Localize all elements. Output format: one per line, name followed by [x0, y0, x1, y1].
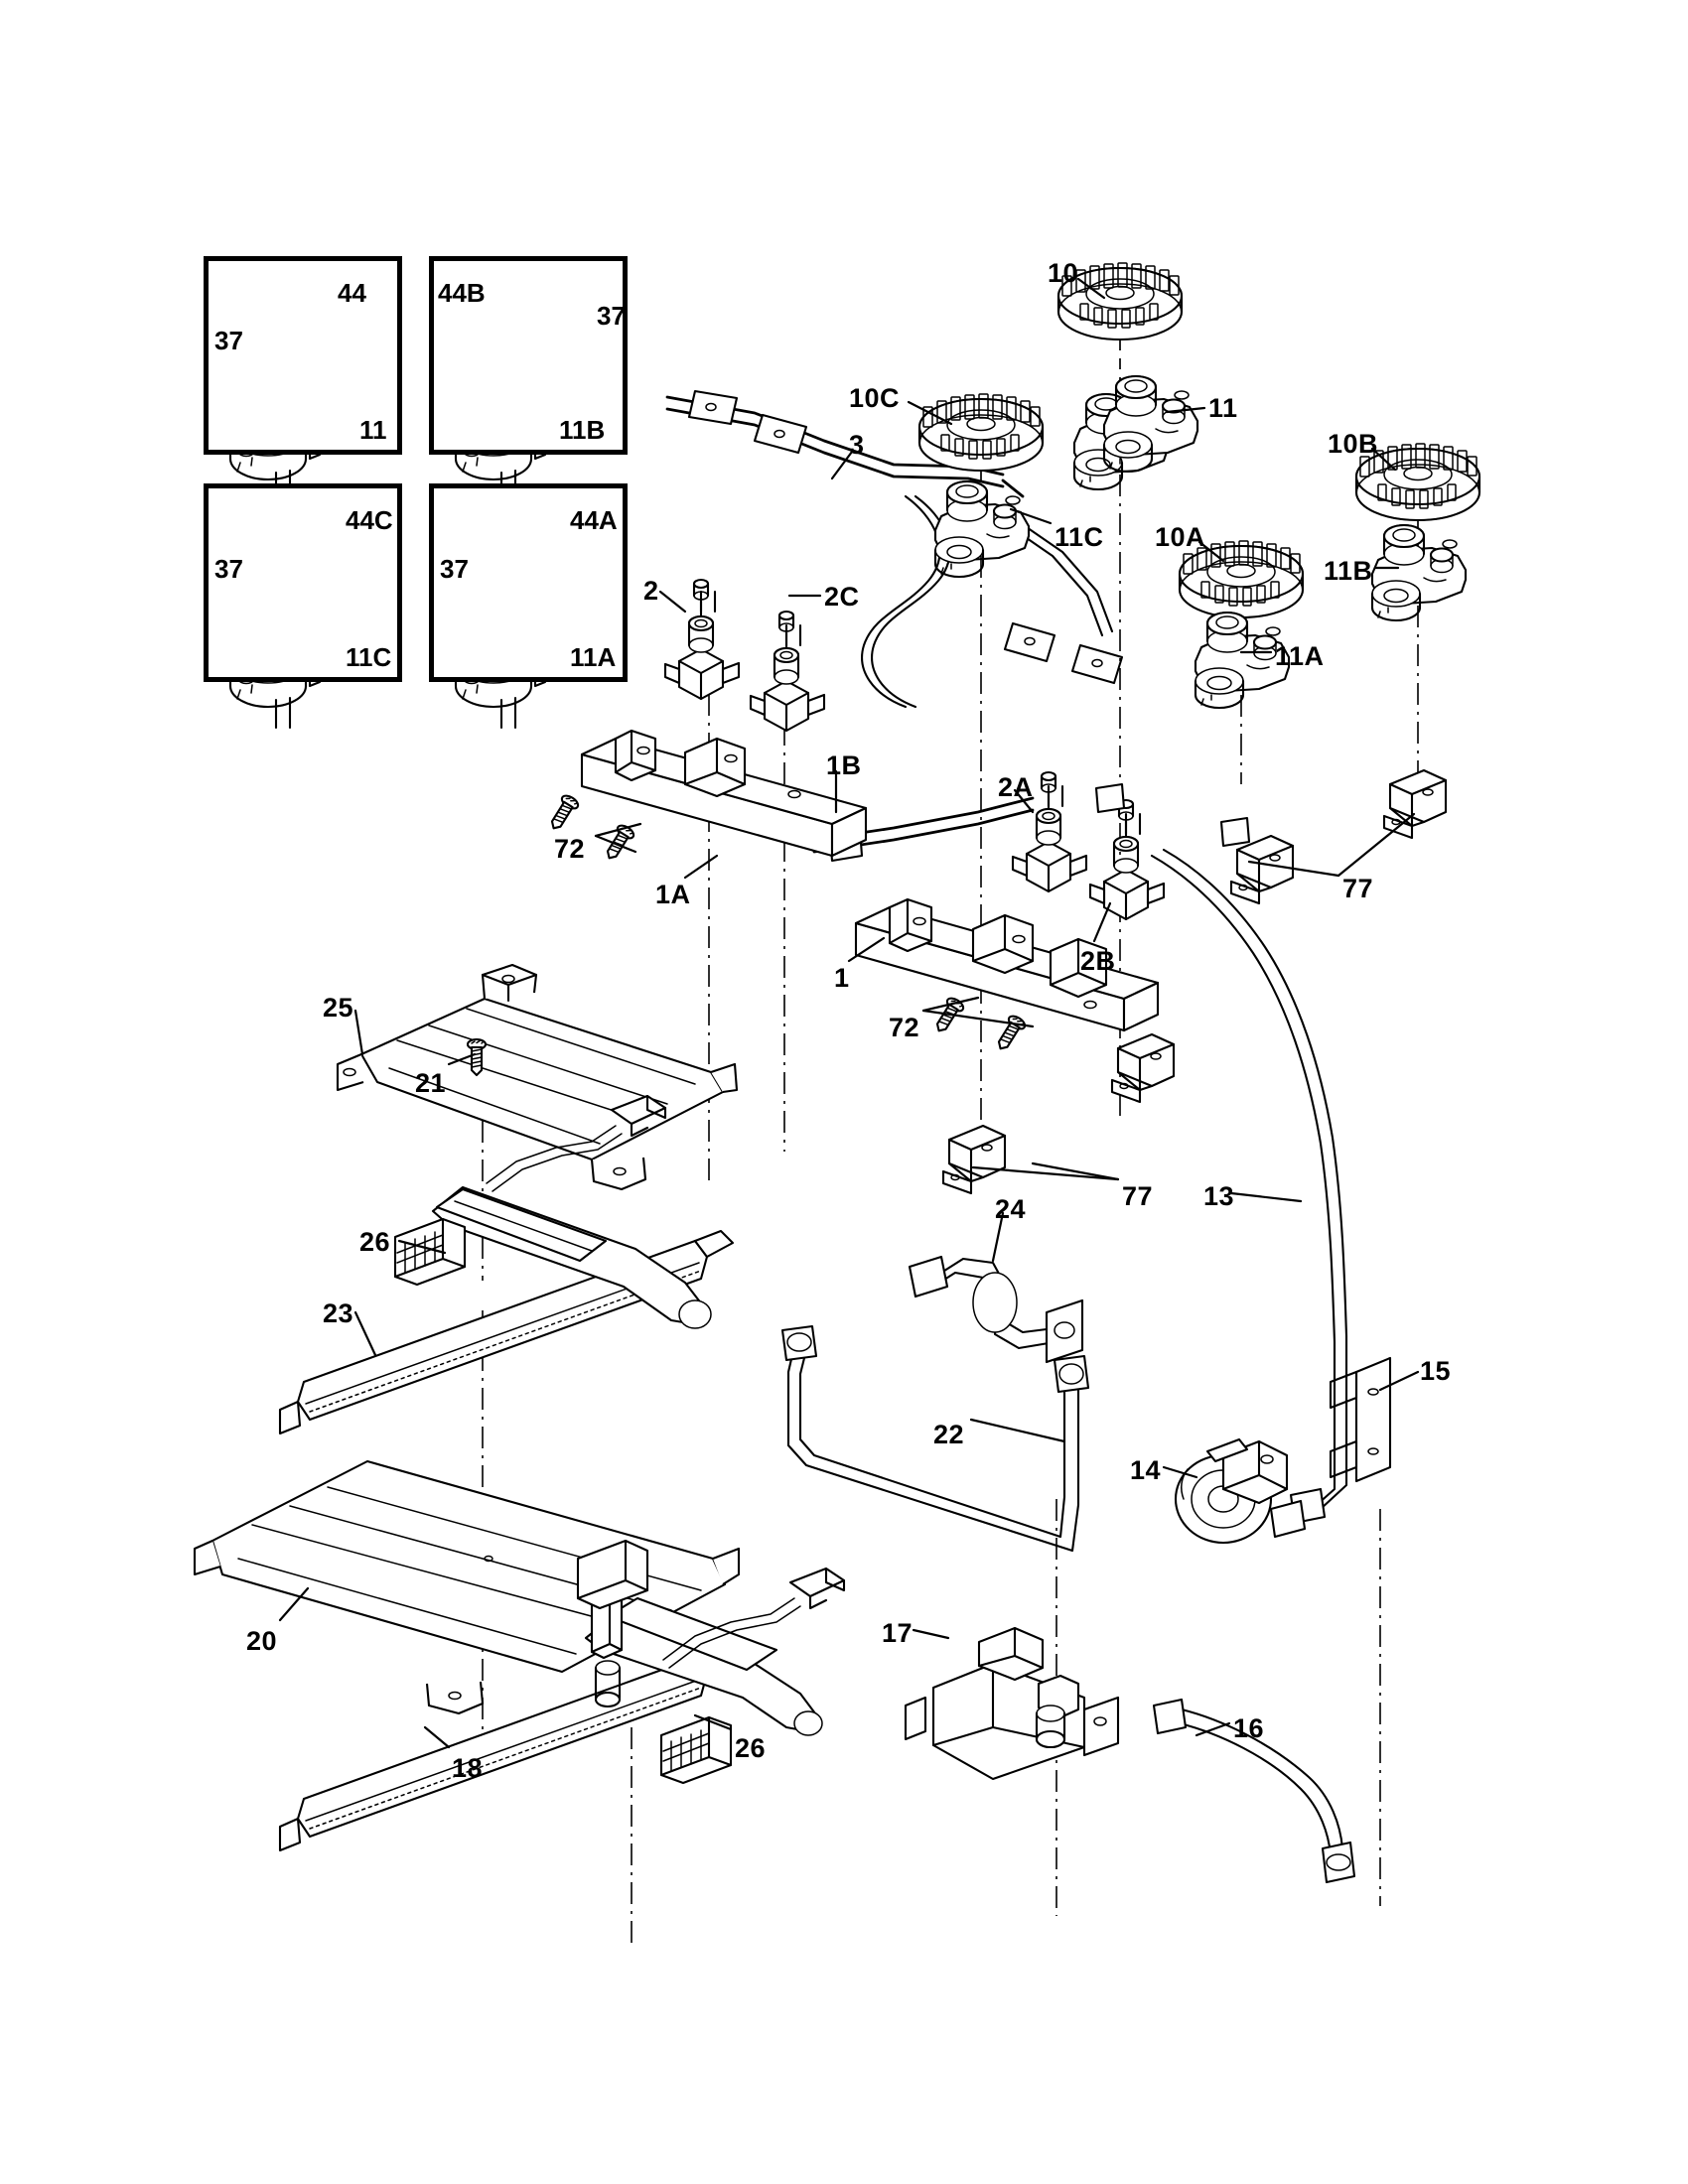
callout-10C: 10C	[849, 383, 901, 413]
bracket-77-d	[941, 1124, 1007, 1195]
inset-label-44: 44	[338, 278, 366, 308]
callout-17: 17	[882, 1618, 914, 1648]
burner-10C	[917, 392, 1045, 579]
inset-label-11C: 11C	[346, 642, 392, 672]
callout-3: 3	[849, 430, 865, 460]
inset-label-11B: 11B	[559, 415, 606, 445]
callout-24: 24	[995, 1194, 1027, 1224]
callout-2A: 2A	[998, 772, 1034, 802]
callout-18: 18	[452, 1753, 484, 1783]
burner-10A	[1178, 539, 1305, 710]
valve-stems	[699, 590, 1142, 836]
leader-lines	[278, 277, 1420, 1749]
callout-14: 14	[1130, 1455, 1162, 1485]
tube-16	[1152, 1698, 1356, 1884]
inset-label-37-b: 37	[597, 301, 626, 331]
burner-base-11	[1102, 374, 1199, 474]
heat-shield-25	[336, 963, 739, 1191]
callout-10B: 10B	[1328, 429, 1379, 459]
callout-15: 15	[1420, 1356, 1452, 1386]
manifold-tube-3	[665, 389, 1124, 685]
safety-valve-17	[904, 1626, 1120, 1781]
inset-label-11A: 11A	[570, 642, 617, 672]
bracket-77-c	[1110, 1032, 1176, 1104]
bracket-77-b	[1382, 768, 1448, 840]
callout-22: 22	[933, 1420, 965, 1449]
callout-25: 25	[323, 993, 354, 1023]
inset-label-11: 11	[359, 415, 387, 445]
manifold-bar-1	[854, 897, 1160, 1055]
callout-10: 10	[1048, 258, 1079, 288]
tube-13	[1150, 848, 1348, 1525]
manifold-bar-1A	[544, 729, 868, 865]
flex-tube-22	[780, 1324, 1090, 1553]
callout-2C: 2C	[824, 582, 860, 612]
callout-26: 26	[359, 1227, 391, 1257]
callout-2: 2	[643, 576, 659, 606]
inset-label-37-c: 37	[214, 554, 243, 584]
inset-label-44A: 44A	[570, 505, 618, 535]
callout-77: 77	[1342, 874, 1374, 903]
callout-11B: 11B	[1324, 556, 1373, 586]
callout-1B: 1B	[826, 751, 862, 780]
inset-box-11C	[204, 483, 402, 682]
callout-13: 13	[1203, 1181, 1235, 1211]
callout-72: 72	[889, 1013, 920, 1042]
elbow-tube-24	[908, 1255, 1084, 1364]
callout-72: 72	[554, 834, 586, 864]
igniter-26-lower	[659, 1715, 733, 1785]
callout-16: 16	[1233, 1713, 1265, 1743]
bracket-15	[1329, 1356, 1392, 1483]
callout-1: 1	[834, 963, 850, 993]
callout-77: 77	[1122, 1181, 1154, 1211]
callout-11C: 11C	[1055, 522, 1104, 552]
inset-label-37-a: 37	[214, 326, 243, 355]
inset-label-44B: 44B	[438, 278, 486, 308]
callout-11A: 11A	[1275, 641, 1325, 671]
igniter-rail-23	[278, 1229, 735, 1435]
inset-label-44C: 44C	[346, 505, 393, 535]
callout-11: 11	[1208, 393, 1238, 423]
callout-1A: 1A	[655, 880, 691, 909]
inset-box-11	[204, 256, 402, 455]
callout-20: 20	[246, 1626, 278, 1656]
inset-label-37-d: 37	[440, 554, 469, 584]
callout-2B: 2B	[1080, 946, 1116, 976]
callout-10A: 10A	[1155, 522, 1206, 552]
burner-10B	[1354, 442, 1481, 622]
callout-26: 26	[735, 1733, 767, 1763]
inset-box-11B	[429, 256, 628, 455]
callout-21: 21	[415, 1068, 447, 1098]
burner-tube-upper	[393, 1094, 712, 1329]
inset-box-11A	[429, 483, 628, 682]
burner-tube-lower	[576, 1539, 846, 1785]
regulator-14	[1174, 1437, 1307, 1545]
igniter-26-upper	[393, 1217, 467, 1287]
bracket-77-a	[1229, 834, 1295, 905]
callout-23: 23	[323, 1298, 354, 1328]
